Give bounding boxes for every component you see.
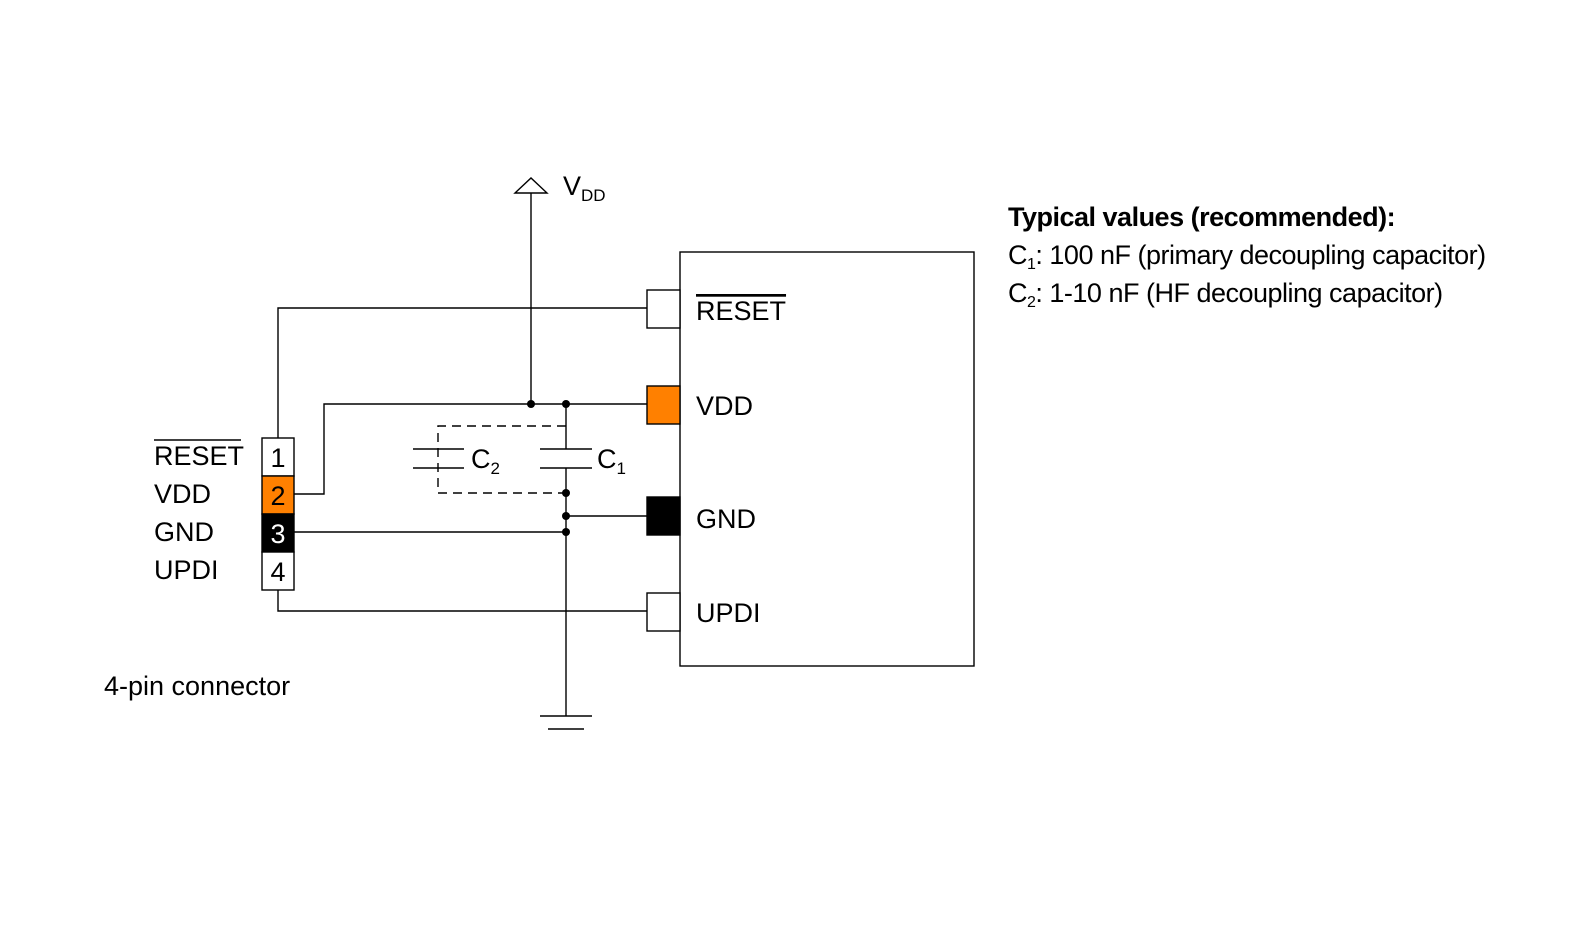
chip-pin-label-gnd: GND xyxy=(696,504,756,534)
chip-pin-reset xyxy=(646,289,681,329)
junction-dot xyxy=(562,512,570,520)
reset-wire xyxy=(277,307,647,438)
connector: 1 2 3 4 xyxy=(261,437,295,591)
chip-pin-label-vdd: VDD xyxy=(696,391,753,421)
connector-pin-4 xyxy=(261,551,295,591)
chip-pin-updi xyxy=(646,592,681,632)
connector-pin-number-1: 1 xyxy=(270,443,285,473)
notes-heading: Typical values (recommended): xyxy=(1008,202,1396,232)
junction-dot xyxy=(562,489,570,497)
chip-pin-label-reset: RESET xyxy=(696,296,786,326)
vdd-supply-label: VDD xyxy=(563,171,606,205)
connector-label-vdd: VDD xyxy=(154,479,211,509)
vdd-wire xyxy=(294,403,647,495)
vdd-supply-symbol xyxy=(513,177,549,194)
typical-values-notes: Typical values (recommended): C1: 100 nF… xyxy=(1008,198,1486,312)
connector-pin-number-4: 4 xyxy=(270,557,285,587)
c2-dashed-loop xyxy=(437,425,566,494)
junction-dot xyxy=(527,400,535,408)
connector-label-gnd: GND xyxy=(154,517,214,547)
chip-pin-vdd xyxy=(646,385,681,425)
notes-line-c1: C1: 100 nF (primary decoupling capacitor… xyxy=(1008,240,1486,273)
chip-pin-label-updi: UPDI xyxy=(696,598,761,628)
c1-label: C1 xyxy=(597,444,626,478)
connector-label-updi: UPDI xyxy=(154,555,219,585)
connector-pin-number-3: 3 xyxy=(270,519,285,549)
notes-line-c2: C2: 1-10 nF (HF decoupling capacitor) xyxy=(1008,278,1443,311)
chip-body xyxy=(679,251,975,667)
connector-pin-2 xyxy=(261,475,295,515)
junction-dot xyxy=(562,400,570,408)
c2-label: C2 xyxy=(471,444,500,478)
chip-pin-gnd xyxy=(646,496,681,536)
connector-label-reset: RESET xyxy=(154,441,244,471)
connector-caption: 4-pin connector xyxy=(104,671,290,701)
junction-dot xyxy=(562,528,570,536)
connector-pin-number-2: 2 xyxy=(270,481,285,511)
updi-wire xyxy=(277,590,647,612)
